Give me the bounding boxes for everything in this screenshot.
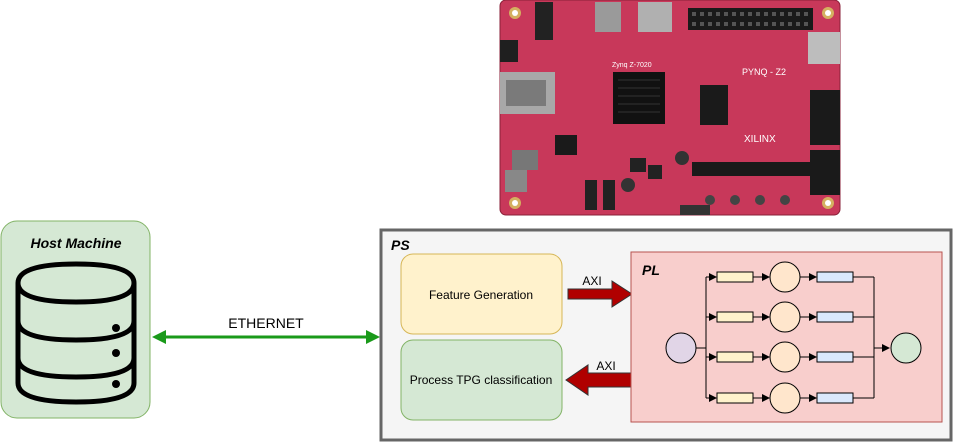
input-node bbox=[665, 332, 697, 364]
pynq-z2-board-image: Zynq Z-7020 PYNQ - Z2 XILINX bbox=[499, 0, 841, 216]
pipeline-row bbox=[706, 261, 874, 293]
feature-generation-block bbox=[400, 253, 563, 335]
feature-generation-label: Feature Generation bbox=[429, 288, 533, 302]
board-vendor-label: XILINX bbox=[744, 134, 776, 145]
ps-container: PS Feature Generation Process TPG classi… bbox=[379, 228, 953, 442]
pipeline-row bbox=[706, 341, 874, 373]
axi-top-label: AXI bbox=[582, 274, 601, 288]
process-tpg-block bbox=[400, 339, 563, 421]
weight-block bbox=[716, 351, 754, 363]
ethernet-link: ETHERNET bbox=[152, 315, 380, 344]
database-icon bbox=[15, 261, 137, 405]
weight-block bbox=[716, 311, 754, 323]
board-brand-label: PYNQ - Z2 bbox=[742, 67, 786, 77]
neuron-node bbox=[769, 261, 801, 293]
axi-arrow-to-ps: AXI bbox=[565, 359, 633, 396]
pipeline-row bbox=[706, 301, 874, 333]
activation-block bbox=[816, 392, 854, 404]
neuron-node bbox=[769, 301, 801, 333]
weight-block bbox=[716, 271, 754, 283]
process-tpg-label: Process TPG classification bbox=[410, 373, 553, 387]
axi-bottom-label: AXI bbox=[596, 359, 615, 373]
ethernet-label: ETHERNET bbox=[228, 315, 304, 331]
weight-block bbox=[716, 392, 754, 404]
board-chip-label: Zynq Z-7020 bbox=[612, 62, 652, 69]
activation-block bbox=[816, 351, 854, 363]
pl-container: PL bbox=[630, 251, 943, 423]
neuron-node bbox=[769, 341, 801, 373]
activation-block bbox=[816, 311, 854, 323]
neuron-node bbox=[769, 382, 801, 414]
output-node bbox=[890, 332, 922, 364]
axi-arrow-to-pl: AXI bbox=[567, 274, 633, 308]
pipeline-row bbox=[706, 382, 874, 414]
activation-block bbox=[816, 271, 854, 283]
host-machine-title: Host Machine bbox=[30, 235, 121, 251]
ps-title: PS bbox=[391, 237, 410, 253]
pl-title: PL bbox=[642, 262, 660, 278]
host-machine: Host Machine bbox=[0, 220, 151, 419]
